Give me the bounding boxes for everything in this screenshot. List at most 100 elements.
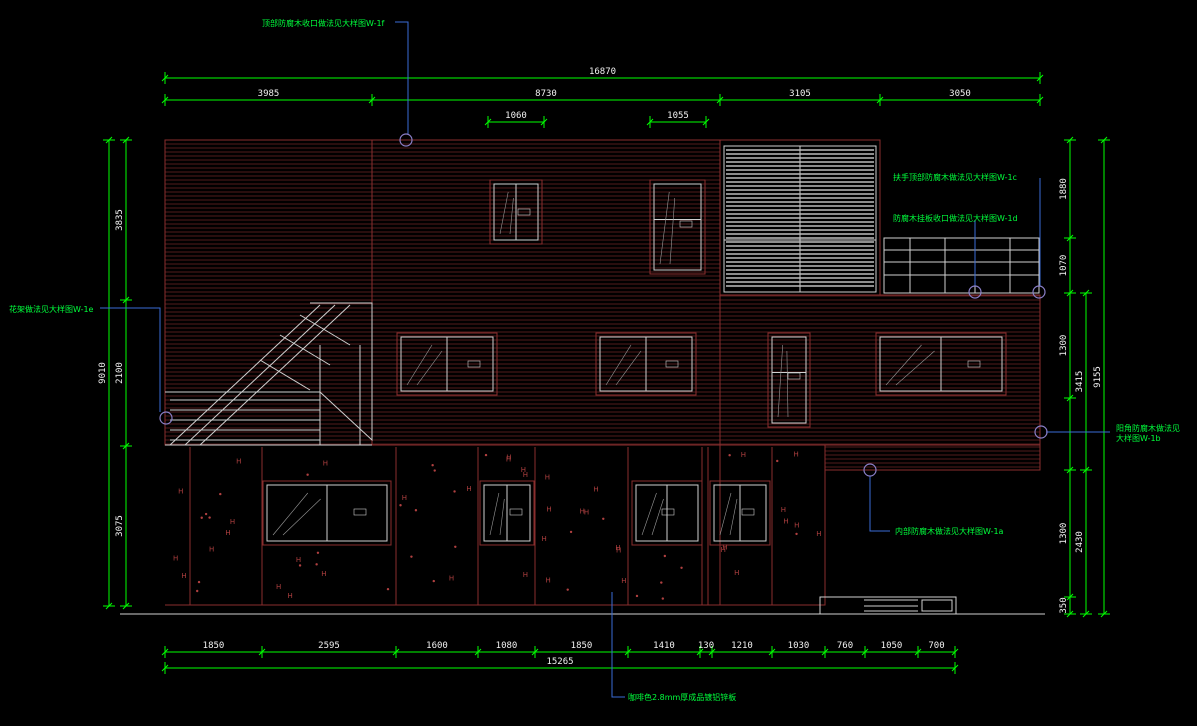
building-outline [120, 139, 1045, 615]
stone-mark: H [323, 459, 328, 467]
glass-hatch [272, 492, 309, 536]
stone-mark: H [523, 571, 528, 579]
stone-mark: H [230, 518, 235, 526]
dim-text: 3835 [115, 209, 125, 231]
note-top: 顶部防腐木收口做法见大样图W-1f [262, 18, 385, 28]
dim-tick [696, 648, 704, 656]
dim-text: 9155 [1093, 366, 1103, 388]
dim-text: 15265 [546, 657, 573, 667]
window-frame [396, 332, 498, 396]
dim-tick [540, 118, 548, 126]
stone-mark: H [402, 494, 407, 502]
dim-tick [716, 96, 724, 104]
dim-tick [122, 442, 130, 450]
window-frame [649, 179, 706, 275]
stone-dot [454, 545, 457, 548]
stone-mark: H [506, 454, 511, 462]
stone-dot [316, 551, 320, 554]
dim-text: 1080 [496, 641, 518, 651]
glass-hatch [605, 344, 632, 386]
glass-hatch [895, 350, 935, 386]
window-frame [479, 480, 535, 546]
stone-dot [663, 554, 667, 558]
glass-hatch [406, 344, 433, 386]
dim-tick [768, 648, 776, 656]
stone-dot [298, 564, 302, 567]
dim-tick [1082, 289, 1090, 297]
note-corner-2: 大样图W-1b [1116, 433, 1161, 443]
stone-dot [306, 473, 309, 476]
window-frame [767, 332, 811, 428]
stone-mark: H [181, 572, 186, 580]
window-frame [262, 480, 392, 546]
glass-hatch [499, 191, 509, 235]
glass-hatch [719, 492, 732, 536]
stone-dot [431, 464, 434, 467]
dim-text: 3985 [258, 89, 280, 99]
dim-tick [484, 118, 492, 126]
dim-text: 1300 [1059, 335, 1069, 357]
window-sash [653, 183, 702, 271]
stone-mark: H [621, 577, 626, 585]
stone-dot [569, 530, 573, 534]
dim-tick [708, 648, 716, 656]
window-tag [967, 360, 981, 368]
louvre-panel [723, 145, 877, 293]
stone-dot [386, 587, 390, 591]
window-frame [595, 332, 697, 396]
note-inner-corner: 内部防腐木做法见大样图W-1a [895, 526, 1004, 536]
dim-tick [914, 648, 922, 656]
glass-hatch [282, 498, 321, 536]
note-board-edge: 防腐木挂板收口做法见大样图W-1d [893, 213, 1018, 223]
window-tag [787, 372, 801, 380]
dim-tick [1082, 466, 1090, 474]
stone-dot [208, 516, 211, 519]
stone-mark: H [722, 543, 727, 551]
stone-mark: H [741, 451, 746, 459]
dim-text: 9010 [98, 362, 108, 384]
annotation-leaders [100, 21, 1110, 698]
dim-tick [1066, 466, 1074, 474]
dim-text: 1850 [571, 641, 593, 651]
dim-text: 1300 [1059, 523, 1069, 545]
window-tag [353, 508, 367, 516]
stone-mark: H [321, 570, 326, 578]
glass-hatch [615, 350, 642, 386]
note-corner-1: 阳角防腐木做法见 [1116, 423, 1180, 433]
dim-text: 1060 [505, 111, 527, 121]
stone-mark: H [584, 508, 589, 516]
window-tag [467, 360, 481, 368]
stone-mark: H [580, 507, 585, 515]
dim-text: 3105 [789, 89, 811, 99]
dim-tick [1066, 610, 1074, 618]
dim-tick [105, 602, 113, 610]
dim-text: 1880 [1059, 178, 1069, 200]
note-handrail: 扶手顶部防腐木做法见大样图W-1c [893, 172, 1017, 182]
glass-hatch [777, 344, 783, 418]
dim-text: 1050 [881, 641, 903, 651]
dim-tick [646, 118, 654, 126]
window-tag [509, 508, 523, 516]
dim-tick [122, 296, 130, 304]
stone-mark: H [542, 535, 547, 543]
stone-mark: H [593, 486, 598, 494]
dim-tick [1082, 610, 1090, 618]
stone-dot [315, 563, 318, 566]
stone-mark: H [616, 546, 621, 554]
stone-dot [219, 492, 222, 496]
stone-mark: H [173, 554, 178, 562]
dim-tick [1066, 593, 1074, 601]
stone-dot [728, 453, 731, 457]
dim-tick [1066, 394, 1074, 402]
dim-tick [1100, 610, 1108, 618]
glass-hatch [669, 197, 676, 265]
glass-hatch [659, 191, 670, 265]
dim-tick [702, 118, 710, 126]
stone-dot [432, 579, 435, 583]
window-frame [489, 179, 543, 245]
dim-tick [1100, 136, 1108, 144]
window-frame [709, 480, 771, 546]
dim-text: 3075 [115, 515, 125, 537]
